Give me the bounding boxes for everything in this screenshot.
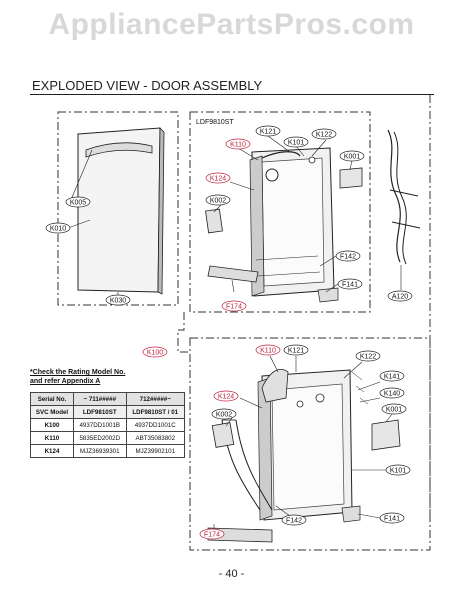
service-model-table: Serial No. ~ 711##### 712#####~ SVC Mode…: [30, 392, 186, 458]
lower-door-group: [189, 337, 431, 551]
callout-k121-label: K121: [260, 129, 276, 136]
callout-k140-label: K140: [384, 391, 400, 398]
callout-k002b: K002: [211, 408, 237, 420]
callout-f141-label: F141: [342, 282, 358, 289]
callout-k001-label: K001: [344, 154, 360, 161]
callout-k141-label: K141: [384, 374, 400, 381]
title-rule: [30, 94, 434, 95]
callout-f142b: F142: [281, 514, 307, 526]
callout-k100-label: K100: [147, 350, 163, 357]
table-cell: MJZ36939301: [73, 444, 127, 458]
table-row: SVC Model LDF9810ST LDF9810ST / 01: [30, 405, 186, 419]
callout-k110b-label: K110: [260, 348, 276, 355]
callout-f142-label: F142: [340, 254, 356, 261]
callout-f174b-label: F174: [204, 532, 220, 539]
door-handle: [85, 142, 153, 158]
callout-a120: A120: [387, 290, 413, 302]
callout-k124-label: K124: [210, 176, 226, 183]
callout-k110-label: K110: [230, 142, 246, 149]
callout-k100: K100: [142, 346, 168, 358]
table-row: K110 5835ED2002D ABT35083802: [30, 431, 186, 445]
table-cell: K100: [30, 418, 74, 432]
callout-f141: F141: [337, 278, 363, 290]
table-cell: SVC Model: [30, 405, 74, 419]
callout-f174b: F174: [199, 528, 225, 540]
callout-k124: K124: [205, 172, 231, 184]
callout-k122: K122: [311, 128, 337, 140]
callout-k002: K002: [205, 194, 231, 206]
callout-k110b: K110: [255, 344, 281, 356]
callout-a120-label: A120: [392, 294, 408, 301]
callout-k101-label: K101: [288, 140, 304, 147]
model-label: LDF9810ST: [196, 119, 234, 126]
callout-k121b: K121: [283, 344, 309, 356]
callout-k002-label: K002: [210, 198, 226, 205]
table-cell: K124: [30, 444, 74, 458]
table-row: K124 MJZ36939301 MJZ39902101: [30, 444, 186, 458]
callout-k122b-label: K122: [360, 354, 376, 361]
table-cell: LDF9810ST: [73, 405, 127, 419]
callout-k010-label: K010: [50, 226, 66, 233]
callout-k140: K140: [379, 387, 405, 399]
callout-k124b-label: K124: [218, 394, 234, 401]
table-cell: 4937DD1001B: [73, 418, 127, 432]
table-row: K100 4937DD1001B 4937DD1001C: [30, 418, 186, 432]
callout-f141b-label: F141: [384, 516, 400, 523]
section-title: EXPLODED VIEW - DOOR ASSEMBLY: [32, 78, 263, 93]
watermark: AppliancePartsPros.com: [48, 8, 415, 41]
table-cell: 5835ED2002D: [73, 431, 127, 445]
callout-k110: K110: [225, 138, 251, 150]
callout-k001: K001: [339, 150, 365, 162]
callout-k101b: K101: [385, 464, 411, 476]
callout-k122-label: K122: [316, 132, 332, 139]
rating-model-note: *Check the Rating Model No. and refer Ap…: [30, 368, 185, 386]
callout-f142: F142: [335, 250, 361, 262]
callout-k141: K141: [379, 370, 405, 382]
wire-harness-group: [387, 129, 421, 290]
table-header: 712#####~: [125, 392, 186, 406]
callout-k030: K030: [105, 294, 131, 306]
callout-k001b-label: K001: [386, 407, 402, 414]
callout-k002b-label: K002: [216, 412, 232, 419]
table-cell: LDF9810ST / 01: [125, 405, 186, 419]
callout-k001b: K001: [381, 403, 407, 415]
callout-k121b-label: K121: [288, 348, 304, 355]
detergent-dispenser: [339, 167, 363, 189]
page-number: - 40 -: [218, 568, 245, 580]
table-cell: MJZ39902101: [125, 444, 186, 458]
callout-k121: K121: [255, 125, 281, 137]
callout-f142b-label: F142: [286, 518, 302, 525]
table-header-row: Serial No. ~ 711##### 712#####~: [30, 392, 186, 406]
callout-k124b: K124: [213, 390, 239, 402]
callout-k005-label: K005: [70, 200, 86, 207]
table-cell: 4937DD1001C: [125, 418, 186, 432]
note-line-1: *Check the Rating Model No.: [30, 369, 126, 376]
upper-door-group: [189, 111, 371, 313]
callout-f141b: F141: [379, 512, 405, 524]
callout-k122b: K122: [355, 350, 381, 362]
callout-k005: K005: [65, 196, 91, 208]
callout-f174: F174: [221, 300, 247, 312]
outer-door-frame: [57, 111, 179, 306]
table-cell: K110: [30, 431, 74, 445]
callout-k030-label: K030: [110, 298, 126, 305]
outer-door-group: [57, 111, 179, 306]
callout-f174-label: F174: [226, 304, 242, 311]
table-header: Serial No.: [30, 392, 74, 406]
callout-k010: K010: [45, 222, 71, 234]
upper-gasket-strip: [207, 265, 259, 283]
table-cell: ABT35083802: [125, 431, 186, 445]
callout-k101b-label: K101: [390, 468, 406, 475]
callout-k101: K101: [283, 136, 309, 148]
note-line-2: and refer Appendix A: [30, 378, 101, 385]
table-header: ~ 711#####: [73, 392, 127, 406]
